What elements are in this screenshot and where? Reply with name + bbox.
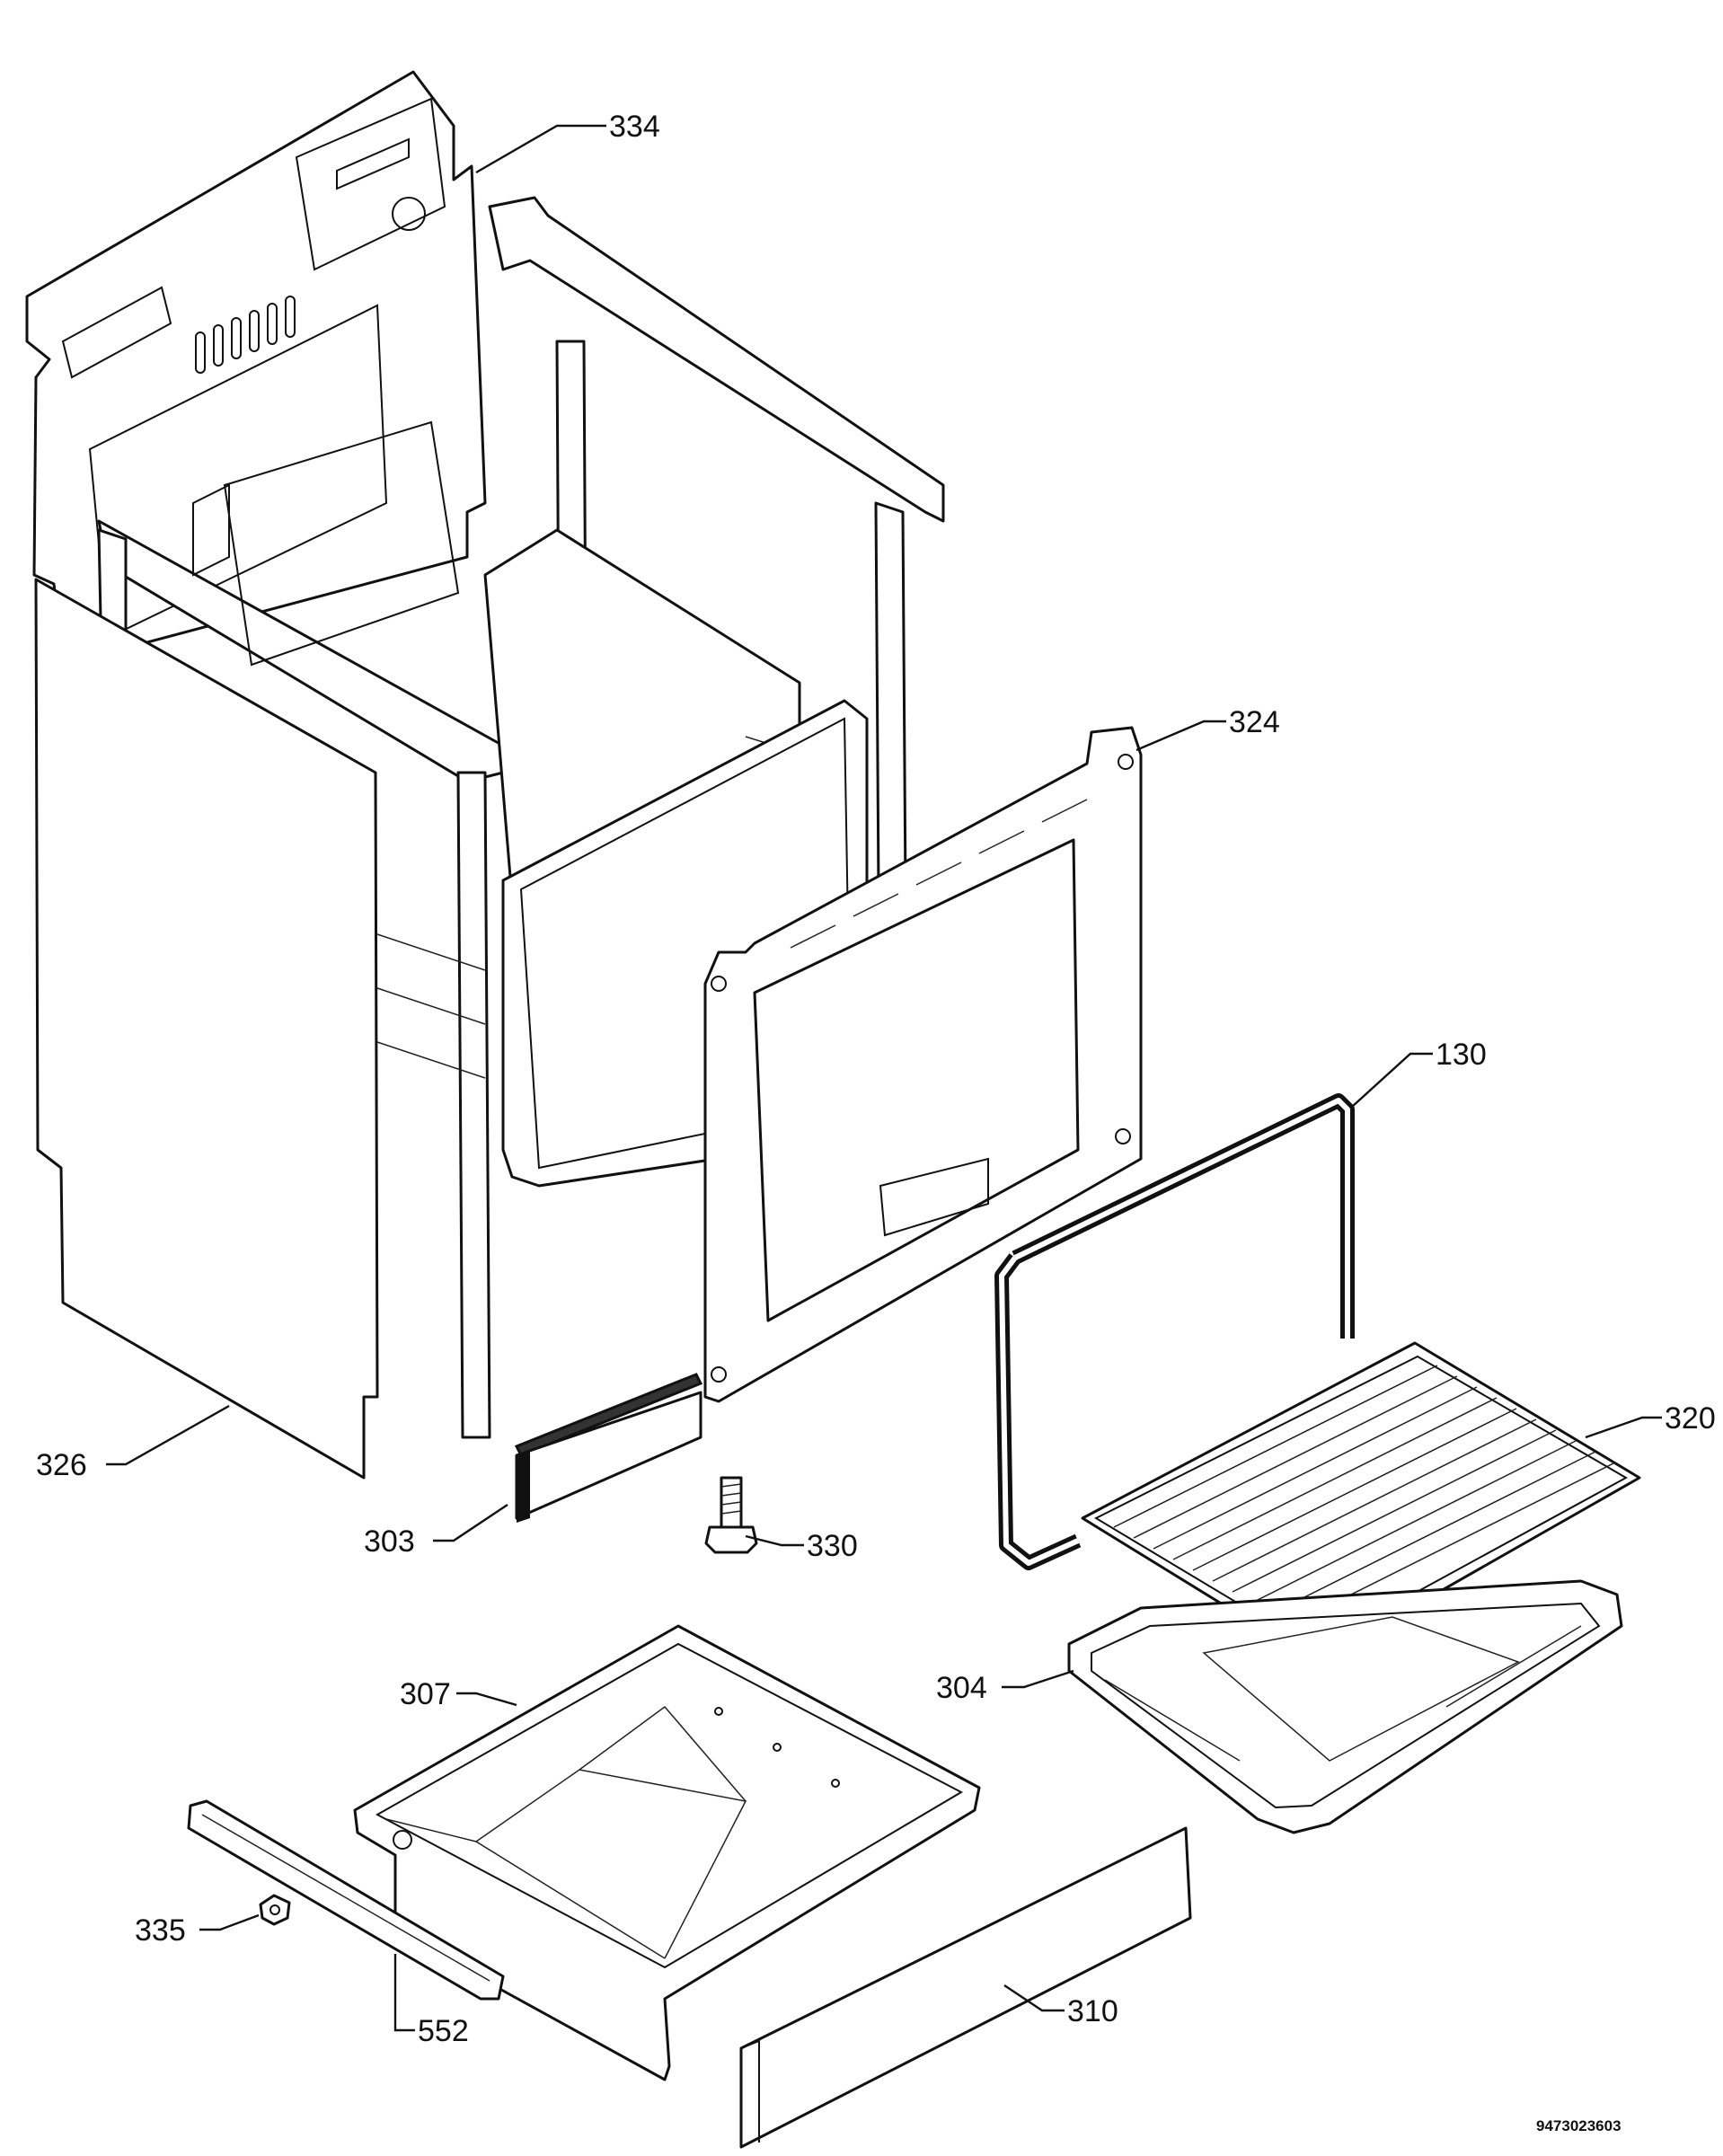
label-307: 307 bbox=[400, 1677, 451, 1711]
label-335: 335 bbox=[135, 1913, 186, 1948]
part-130-door-gasket bbox=[994, 1093, 1355, 1570]
leader-324 bbox=[1135, 720, 1226, 752]
leader-334 bbox=[475, 124, 606, 174]
part-310-drawer-front bbox=[739, 1826, 1192, 2149]
part-labels: 334 324 130 320 326 303 330 304 307 335 … bbox=[36, 110, 1716, 2048]
part-326-side-panel bbox=[34, 578, 379, 1480]
frame-slots bbox=[790, 799, 1088, 949]
tray-slots bbox=[1104, 1625, 1582, 1762]
leader-326 bbox=[106, 1404, 230, 1466]
part-307-storage-drawer bbox=[353, 1624, 981, 2081]
leader-310 bbox=[1003, 1984, 1065, 2012]
label-326: 326 bbox=[36, 1448, 87, 1482]
leader-130 bbox=[1351, 1052, 1433, 1108]
leader-552 bbox=[393, 1954, 415, 2032]
label-130: 130 bbox=[1436, 1038, 1487, 1072]
leader-303 bbox=[433, 1504, 508, 1542]
leader-335 bbox=[199, 1913, 260, 1931]
label-552: 552 bbox=[418, 2014, 469, 2048]
leader-307 bbox=[456, 1692, 517, 1707]
leader-lines bbox=[106, 124, 1662, 2032]
label-320: 320 bbox=[1665, 1401, 1716, 1436]
leader-304 bbox=[1002, 1669, 1074, 1689]
part-335-nut bbox=[259, 1894, 291, 1926]
vent-slots bbox=[195, 296, 296, 374]
part-303-seal-strip bbox=[514, 1373, 703, 1523]
leader-320 bbox=[1585, 1416, 1662, 1439]
shelf-wires bbox=[1113, 1365, 1616, 1625]
part-324-front-frame bbox=[703, 726, 1143, 1403]
part-334-cabinet-back bbox=[25, 70, 487, 667]
document-id: 9473023603 bbox=[1536, 2117, 1621, 2134]
label-304: 304 bbox=[936, 1671, 987, 1705]
leader-330 bbox=[745, 1534, 804, 1547]
label-330: 330 bbox=[807, 1529, 858, 1563]
part-304-baking-tray bbox=[1067, 1579, 1623, 1834]
label-310: 310 bbox=[1067, 1994, 1118, 2028]
part-552-drawer-runner bbox=[187, 1799, 505, 2001]
label-324: 324 bbox=[1229, 705, 1280, 739]
label-334: 334 bbox=[609, 110, 660, 144]
label-303: 303 bbox=[364, 1524, 415, 1559]
part-330-screw bbox=[704, 1476, 758, 1554]
